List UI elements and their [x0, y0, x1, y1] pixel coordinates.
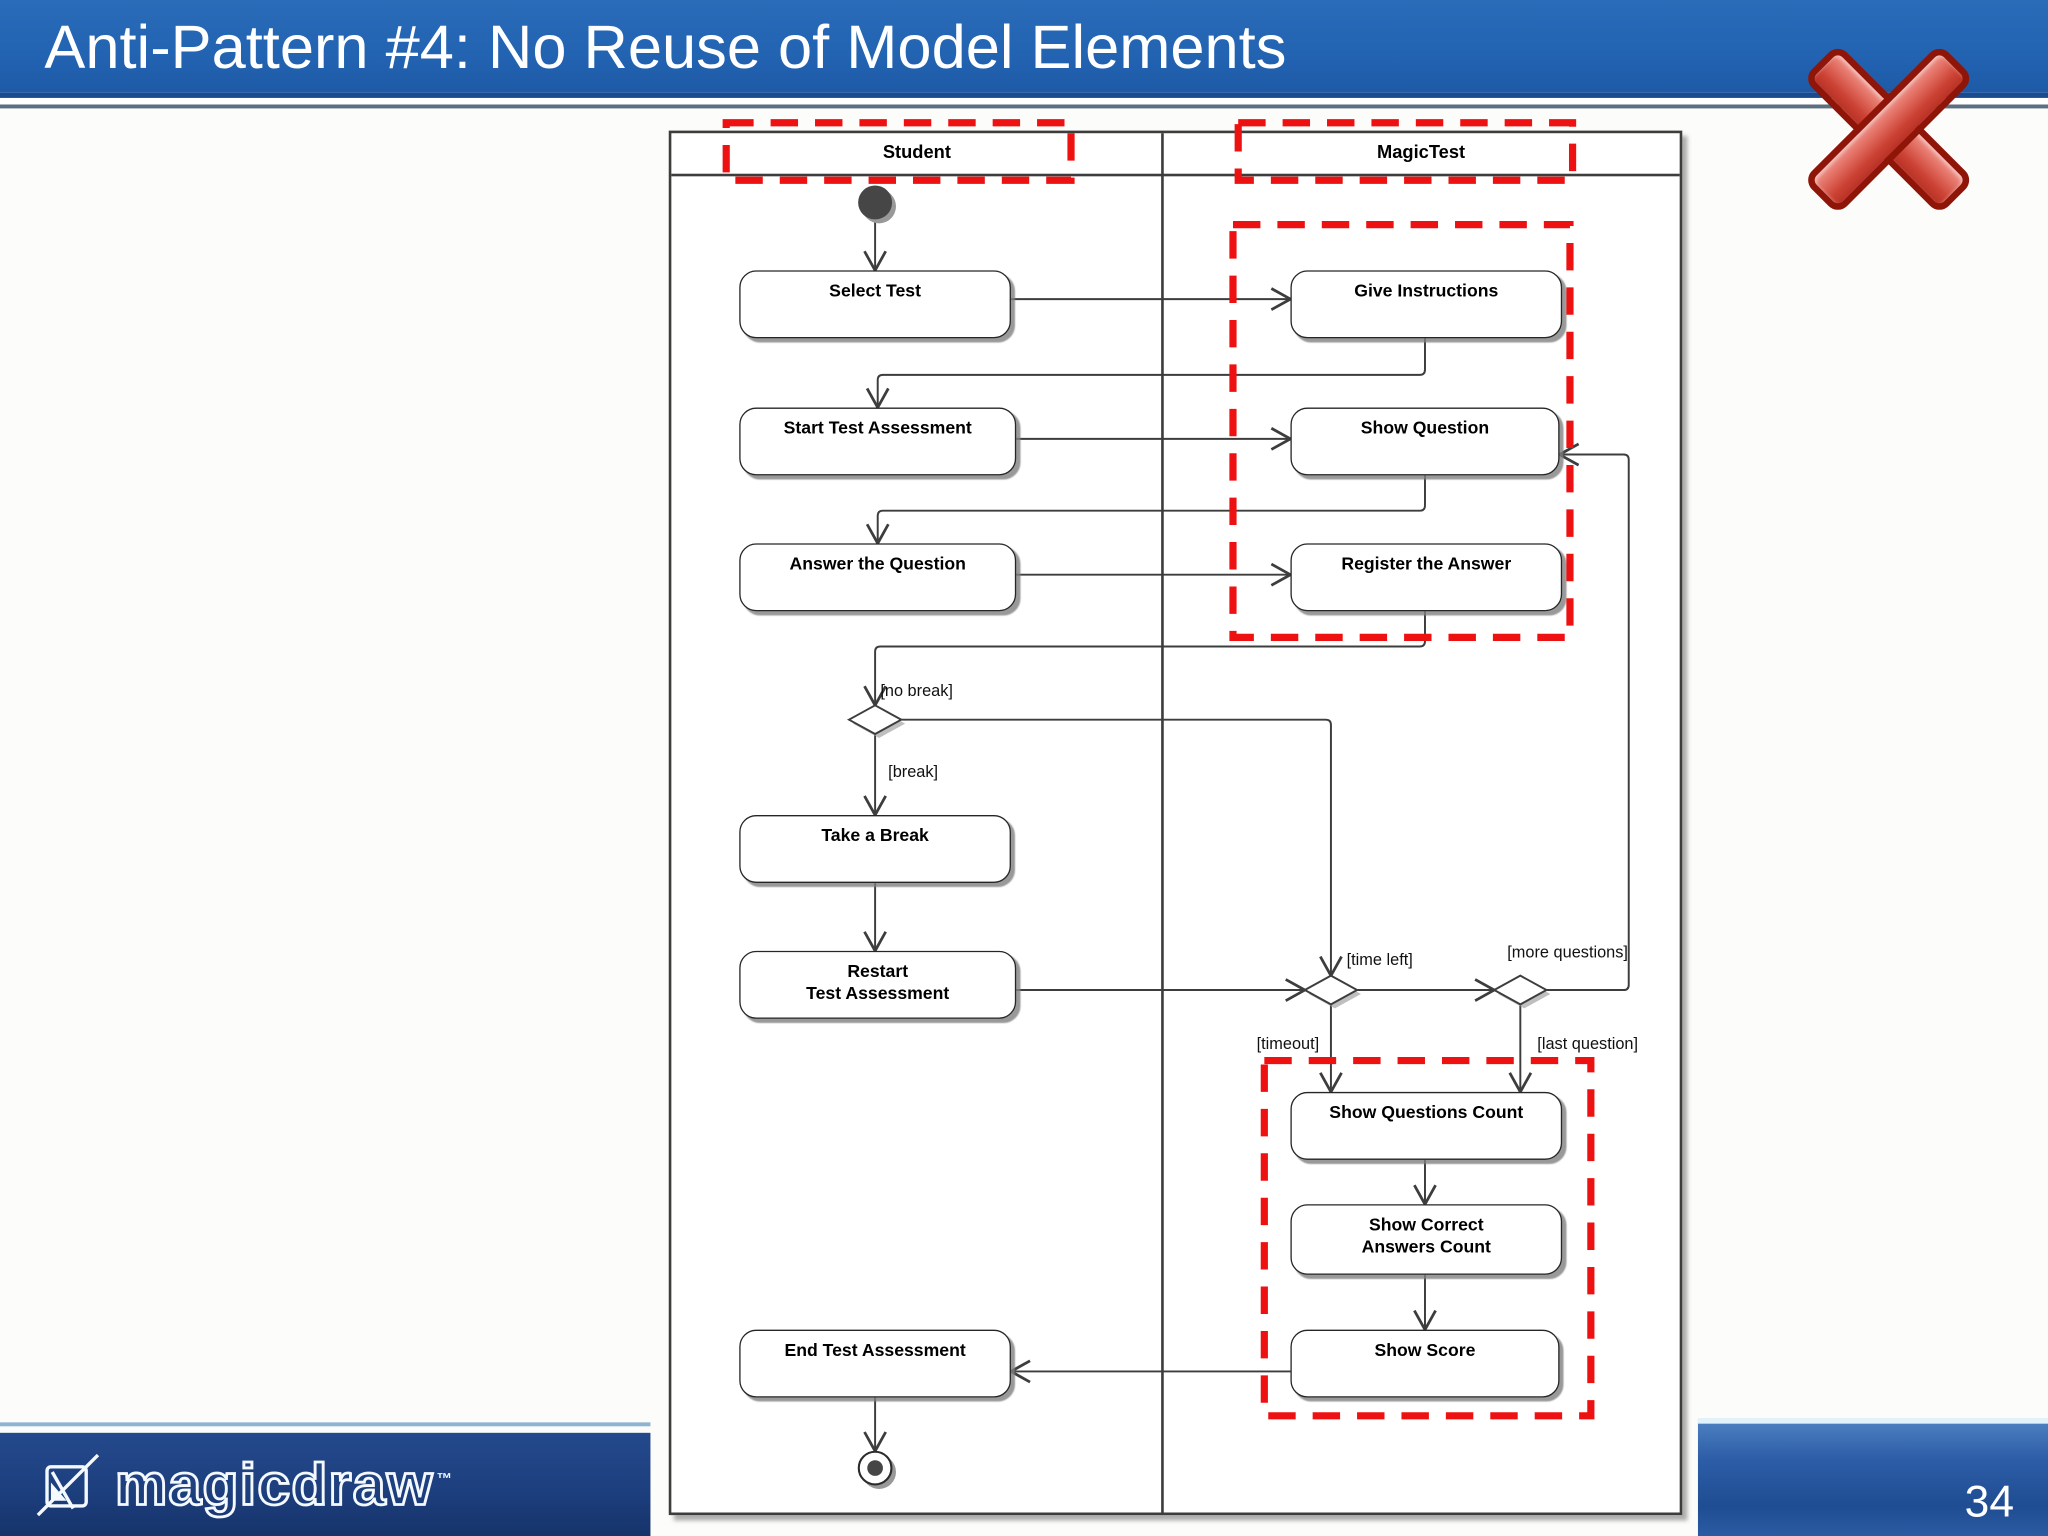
activity-end-test-assessment: End Test Assessment [739, 1329, 1011, 1398]
activity-select-test: Select Test [739, 270, 1011, 339]
final-node-dot [867, 1460, 883, 1476]
activity-give-instructions: Give Instructions [1290, 270, 1563, 339]
decision-time [1302, 974, 1360, 1006]
activity-diagram-panel: Student MagicTest [668, 130, 1683, 1516]
guard-time-left: [time left] [1346, 950, 1413, 970]
edge-show-question-to-answer [865, 475, 1426, 547]
final-node-shadow [862, 1455, 896, 1489]
activity-show-questions-count: Show Questions Count [1290, 1091, 1563, 1160]
initial-node [858, 185, 893, 220]
swimlane-divider [1161, 133, 1164, 1513]
edge-give-instructions-to-start-test [865, 338, 1426, 411]
guard-no-break: [no break] [880, 681, 953, 701]
activity-answer-the-question: Answer the Question [739, 543, 1017, 612]
guard-break: [break] [888, 762, 939, 782]
activity-show-score: Show Score [1290, 1329, 1560, 1398]
edge-more-questions-to-show-question [1546, 442, 1630, 992]
footer-page-bar: 34 [1697, 1418, 2048, 1536]
title-divider-slate [0, 104, 2048, 109]
lane-header-student: Student [882, 141, 951, 162]
edge-register-to-decision-break [863, 611, 1426, 709]
activity-register-the-answer: Register the Answer [1290, 543, 1563, 612]
decision-break [846, 704, 904, 736]
final-node [857, 1450, 893, 1486]
guard-timeout: [timeout] [1256, 1034, 1320, 1053]
activity-take-a-break: Take a Break [739, 815, 1011, 883]
activity-show-correct-answers-count: Show Correct Answers Count [1290, 1204, 1563, 1275]
trademark: ™ [436, 1469, 454, 1488]
initial-node-shadow [862, 189, 896, 224]
error-x-icon [1802, 43, 1975, 216]
swimlane-header-row [671, 133, 1680, 177]
activity-restart-test-assessment: Restart Test Assessment [739, 950, 1017, 1019]
activity-start-test-assessment: Start Test Assessment [739, 407, 1017, 476]
magicdraw-logo-icon [36, 1453, 100, 1517]
title-bar: Anti-Pattern #4: No Reuse of Model Eleme… [0, 0, 2048, 98]
activity-show-question: Show Question [1290, 407, 1560, 476]
page-number: 34 [1964, 1477, 2015, 1527]
lane-header-magictest: MagicTest [1377, 141, 1466, 162]
page-title: Anti-Pattern #4: No Reuse of Model Eleme… [44, 11, 1287, 81]
guard-last-question: [last question] [1537, 1034, 1639, 1053]
decision-questions [1492, 974, 1549, 1006]
guard-more-questions: [more questions] [1507, 943, 1628, 962]
title-divider-white [0, 97, 2048, 105]
